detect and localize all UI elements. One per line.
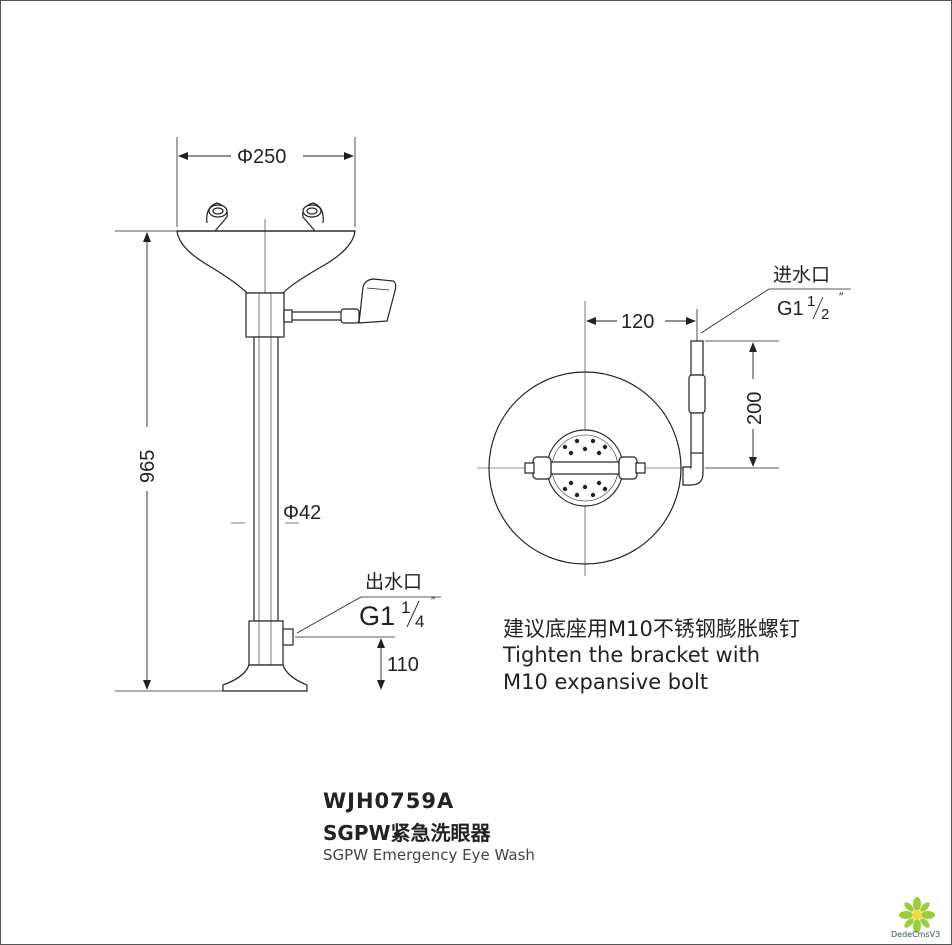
valve-rod: [283, 311, 345, 321]
outlet-leader: [296, 596, 441, 634]
height-label: 965: [137, 450, 159, 483]
outlet-thread-mark: ″: [431, 594, 436, 608]
basin-diameter-dimension: [176, 137, 356, 227]
plan-height-label: 200: [744, 392, 766, 425]
note-cn: 建议底座用M10不锈钢膨胀螺钉: [503, 617, 800, 641]
outlet-label: 出水口: [365, 571, 422, 593]
outlet-height-dimension: [295, 636, 395, 690]
outlet-thread-prefix: G1: [359, 601, 395, 631]
riser-pipe: [253, 336, 279, 622]
note-en-line1: Tighten the bracket with: [503, 643, 761, 667]
inlet-thread-num: 1: [807, 293, 815, 310]
plan-view: [477, 301, 706, 576]
valve-collar: [245, 292, 285, 338]
pipe-diameter-label: Φ42: [283, 502, 321, 524]
left-spray-head: [206, 202, 228, 232]
valve-handle: [358, 278, 397, 324]
model-number: WJH0759A: [323, 789, 455, 813]
left-nozzle-plan: [524, 456, 552, 480]
basin-diameter-label: Φ250: [237, 146, 286, 168]
base-flange: [222, 664, 308, 692]
inlet-pipe-plan: [682, 340, 706, 486]
product-name-en: SGPW Emergency Eye Wash: [323, 846, 535, 864]
elevation-view: [176, 202, 397, 692]
outlet-thread-den: 4: [415, 612, 424, 631]
outlet-fitting: [282, 628, 294, 646]
right-spray-head: [302, 202, 324, 232]
inlet-thread-den: 2: [821, 306, 829, 323]
outlet-thread-num: 1: [401, 598, 410, 617]
inlet-thread-prefix: G1: [777, 298, 804, 320]
note-en-line2: M10 expansive bolt: [503, 670, 709, 694]
watermark-text: DedeCmsV3: [891, 930, 941, 939]
base-sleeve: [248, 620, 284, 666]
height-dimension: [115, 230, 263, 692]
outlet-height-label: 110: [387, 654, 419, 676]
plan-height-dimension: [705, 340, 779, 469]
flower-logo-icon: [899, 897, 935, 933]
product-name-cn: SGPW紧急洗眼器: [323, 821, 491, 845]
inlet-thread-mark: ″: [839, 290, 844, 304]
basin-shape: [176, 230, 356, 294]
inlet-leader: [700, 288, 851, 334]
right-nozzle-plan: [618, 456, 646, 480]
plan-offset-dimension: [586, 309, 698, 341]
plan-offset-label: 120: [621, 311, 654, 333]
inlet-label: 进水口: [773, 264, 830, 286]
